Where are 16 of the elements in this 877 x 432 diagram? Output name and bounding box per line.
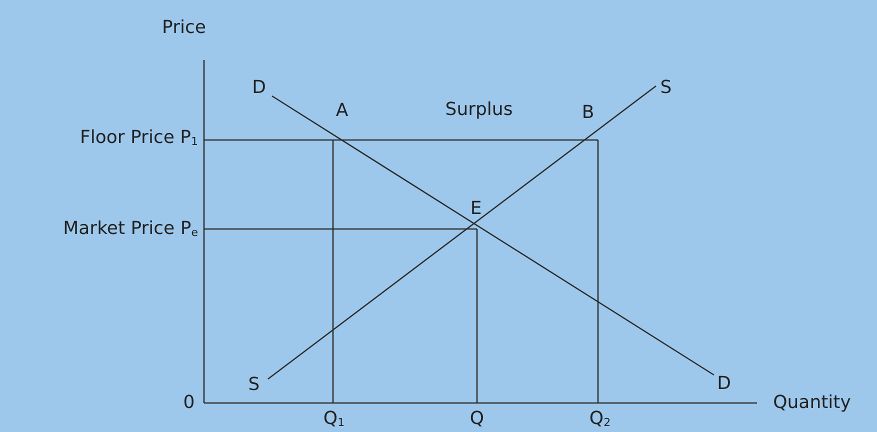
origin-label: 0 [183,394,195,412]
axis-title: Price [162,19,206,37]
curve-label: S [248,376,260,394]
quantity-label: Q$_{2}$ [589,410,611,428]
curve-label: S [660,79,672,97]
point-label: A [336,102,348,120]
price-label: Floor Price P$_{1}$ [80,129,198,147]
curve-label: D [252,79,266,97]
point-label: E [470,200,482,218]
curve-label: D [717,375,731,393]
quantity-label: Q [470,410,484,428]
price-label: Market Price P$_{e}$ [63,220,198,238]
quantity-label: Q$_{1}$ [323,410,345,428]
region-label: Surplus [445,101,513,119]
point-label: B [582,104,594,122]
axis-title: Quantity [773,394,851,412]
